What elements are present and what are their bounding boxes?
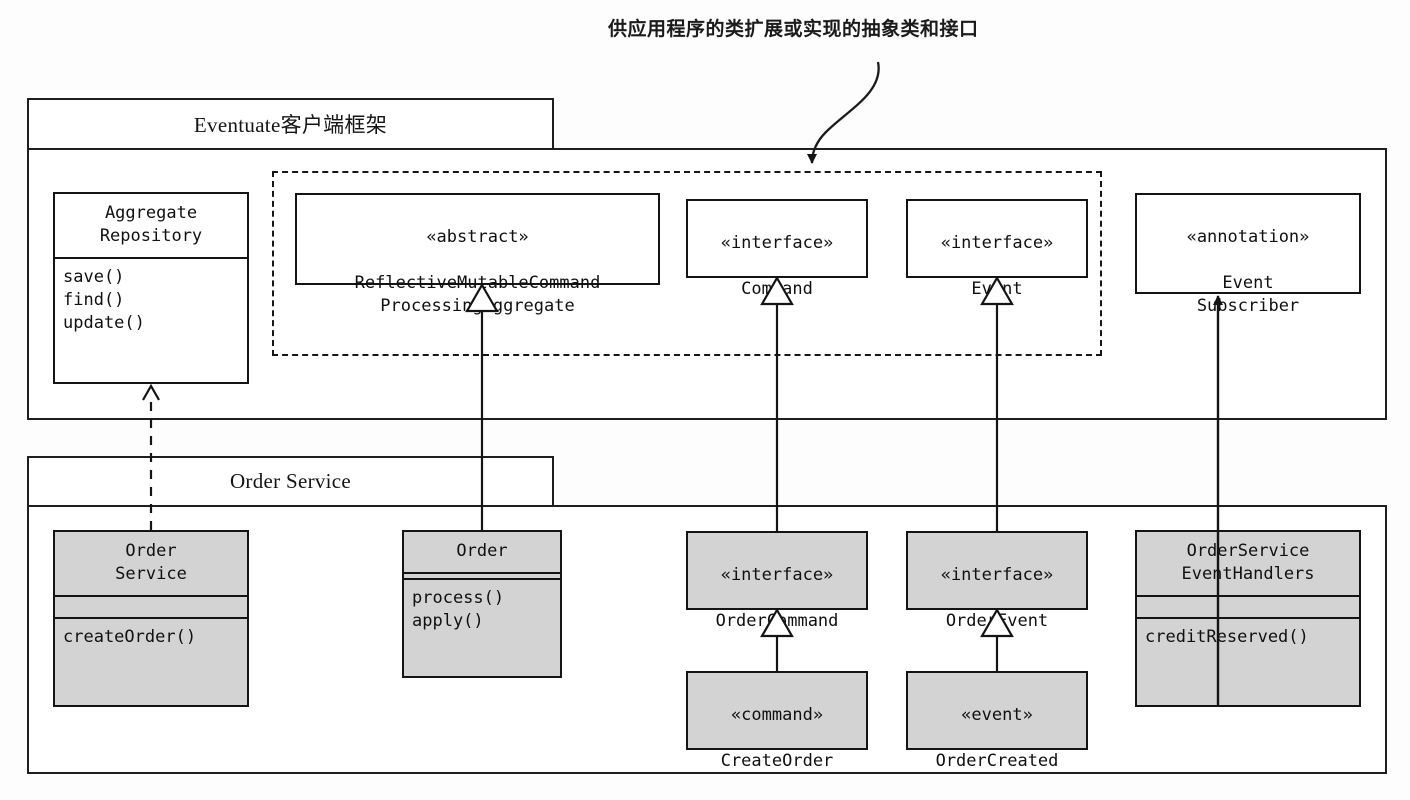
class-header-event-subscriber: «annotation» Event Subscriber	[1137, 195, 1359, 350]
class-header-order-command: «interface» OrderCommand	[688, 533, 866, 665]
class-aggregate-repository[interactable]: Aggregate Repository save() find() updat…	[53, 192, 249, 384]
class-name-event-subscriber: Event Subscriber	[1196, 273, 1300, 316]
stereotype-command-create-order: «command»	[730, 705, 824, 725]
class-name-aggregate-repository: Aggregate Repository	[99, 203, 203, 246]
class-header-order-event: «interface» OrderEvent	[908, 533, 1086, 665]
attributes-order	[404, 572, 560, 578]
class-header-order-created: «event» OrderCreated	[908, 673, 1086, 800]
class-name-order-service-event-handlers: OrderService EventHandlers	[1181, 541, 1315, 584]
class-order[interactable]: Order process() apply()	[402, 530, 562, 678]
interface-order-command[interactable]: «interface» OrderCommand	[686, 531, 868, 631]
operations-order: process() apply()	[404, 578, 560, 641]
class-name-order-event: OrderEvent	[945, 611, 1049, 631]
class-header-reflective-aggregate: «abstract» ReflectiveMutableCommand Proc…	[297, 195, 658, 350]
interface-event[interactable]: «interface» Event	[906, 199, 1088, 299]
interface-command[interactable]: «interface» Command	[686, 199, 868, 299]
stereotype-event-order-created: «event»	[961, 705, 1033, 725]
stereotype-interface-order-command: «interface»	[720, 565, 834, 585]
stereotype-annotation-event-subscriber: «annotation»	[1186, 227, 1310, 247]
class-name-order: Order	[456, 541, 508, 561]
package-tab-order-service: Order Service	[27, 456, 554, 505]
annotation-event-subscriber[interactable]: «annotation» Event Subscriber	[1135, 193, 1361, 316]
class-order-service[interactable]: Order Service createOrder()	[53, 530, 249, 707]
annotation-callout-text: 供应用程序的类扩展或实现的抽象类和接口	[608, 18, 979, 40]
stereotype-abstract: «abstract»	[426, 227, 529, 247]
stereotype-interface-command: «interface»	[720, 233, 834, 253]
operations-order-service-event-handlers: creditReserved()	[1137, 617, 1359, 657]
class-name-event: Event	[971, 279, 1023, 299]
class-name-order-service: Order Service	[115, 541, 187, 584]
class-name-reflective-aggregate: ReflectiveMutableCommand ProcessingAggre…	[354, 273, 601, 316]
operations-aggregate-repository: save() find() update()	[55, 257, 247, 343]
class-header-create-order: «command» CreateOrder	[688, 673, 866, 800]
stereotype-interface-order-event: «interface»	[940, 565, 1054, 585]
attributes-order-service-event-handlers	[1137, 595, 1359, 617]
class-name-order-created: OrderCreated	[935, 751, 1059, 771]
operations-order-service: createOrder()	[55, 617, 247, 657]
extensible-types-dashed-region	[272, 171, 1102, 356]
stereotype-interface-event: «interface»	[940, 233, 1054, 253]
class-order-service-event-handlers[interactable]: OrderService EventHandlers creditReserve…	[1135, 530, 1361, 707]
class-name-order-command: OrderCommand	[715, 611, 839, 631]
class-order-created[interactable]: «event» OrderCreated	[906, 671, 1088, 771]
class-header-event: «interface» Event	[908, 201, 1086, 333]
class-name-command: Command	[741, 279, 813, 299]
package-label-order-service: Order Service	[229, 469, 352, 493]
package-tab-eventuate: Eventuate客户端框架	[27, 98, 554, 148]
class-create-order[interactable]: «command» CreateOrder	[686, 671, 868, 771]
package-label-eventuate: Eventuate客户端框架	[193, 113, 388, 137]
class-header-command: «interface» Command	[688, 201, 866, 333]
class-name-create-order: CreateOrder	[720, 751, 834, 771]
attributes-order-service	[55, 595, 247, 617]
interface-order-event[interactable]: «interface» OrderEvent	[906, 531, 1088, 631]
class-reflective-mutable-command-processing-aggregate[interactable]: «abstract» ReflectiveMutableCommand Proc…	[295, 193, 660, 316]
